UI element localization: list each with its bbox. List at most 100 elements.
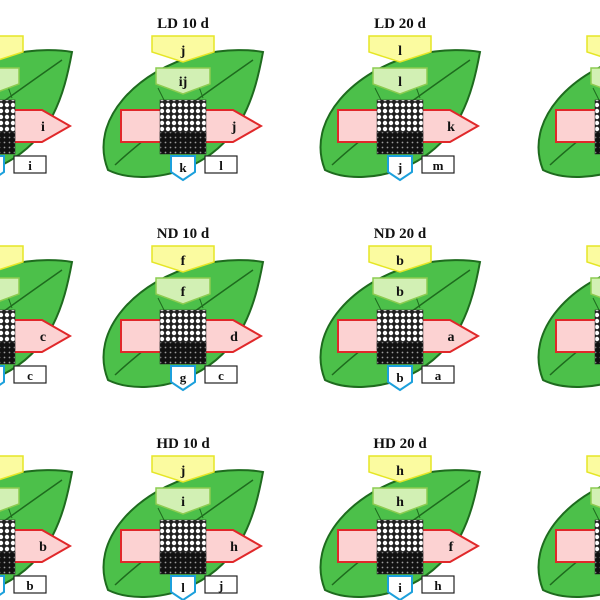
lightgreen-pentagon [0, 67, 20, 92]
white-box [204, 365, 238, 384]
yellow-chevron [151, 35, 215, 63]
white-box [421, 155, 455, 174]
white-box [421, 575, 455, 594]
blue-pentagon-label: k [179, 160, 187, 175]
blue-pentagon [170, 575, 196, 600]
pattern-box-circles [0, 519, 16, 561]
blue-pentagon [0, 155, 5, 176]
yellow-chevron [151, 455, 215, 483]
yellow-chevron [368, 35, 432, 63]
lightgreen-pentagon-label: f [181, 285, 186, 300]
panel-title: ND 20 d [374, 226, 427, 242]
lightgreen-pentagon [590, 67, 600, 89]
panel-title: ND 10 d [157, 226, 210, 242]
pink-arrow-label: f [449, 540, 454, 555]
white-box-label: a [435, 368, 442, 383]
yellow-chevron-label: h [396, 464, 404, 479]
white-box [13, 575, 47, 594]
panel-1-4: LD [537, 35, 600, 178]
panel-title: HD 10 d [156, 436, 210, 452]
pattern-box-dark [0, 131, 16, 155]
leaf-midrib [549, 542, 600, 586]
white-box-label: l [219, 158, 223, 173]
blue-pentagon-label: l [181, 580, 185, 595]
pattern-box-dark [159, 131, 207, 155]
lightgreen-pentagon [372, 487, 428, 515]
lightgreen-pentagon-label: l [398, 75, 402, 90]
panel-1-1: ii [0, 35, 74, 176]
lightgreen-pentagon [372, 67, 428, 95]
lightgreen-pentagon-label: b [396, 285, 404, 300]
pattern-box-dark [159, 551, 207, 575]
leaf-midrib [0, 479, 63, 525]
pink-arrow [555, 109, 600, 143]
lightgreen-pentagon [155, 487, 211, 515]
lightgreen-pentagon-label: ij [179, 75, 188, 90]
pattern-box-dark [376, 341, 424, 365]
blue-pentagon [387, 365, 413, 392]
pink-arrow-label: i [41, 120, 45, 135]
pattern-box-circles [594, 519, 600, 561]
white-box-label: h [434, 578, 442, 593]
yellow-chevron [368, 245, 432, 273]
panel-3-1: bb [0, 455, 74, 596]
pattern-box-dark [0, 341, 16, 365]
yellow-chevron [151, 245, 215, 273]
lightgreen-pentagon-label: i [181, 495, 185, 510]
yellow-chevron [586, 455, 600, 477]
pink-arrow-label: b [39, 540, 47, 555]
pink-arrow-label: c [40, 330, 46, 345]
yellow-chevron [0, 245, 24, 271]
blue-pentagon [0, 365, 5, 386]
yellow-chevron-label: l [398, 44, 402, 59]
pattern-box-dark [594, 341, 600, 365]
white-box [204, 155, 238, 174]
lightgreen-pentagon-label: h [396, 495, 404, 510]
blue-pentagon-label: i [398, 580, 402, 595]
blue-pentagon [170, 155, 196, 182]
blue-pentagon [387, 155, 413, 182]
pattern-box-dark [159, 341, 207, 365]
pink-arrow-label: a [448, 330, 455, 345]
panel-2-4: ND 3 [537, 245, 600, 388]
yellow-chevron-label: j [180, 464, 186, 479]
pink-arrow [0, 109, 73, 143]
pattern-box-circles [594, 309, 600, 351]
lightgreen-pentagon [0, 277, 20, 302]
lightgreen-pentagon [372, 277, 428, 305]
white-box-label: m [433, 158, 444, 173]
yellow-chevron [0, 35, 24, 61]
panel-1-3: LD 20 d l l k j m [319, 16, 482, 182]
yellow-chevron [0, 455, 24, 481]
yellow-chevron-label: f [181, 254, 186, 269]
yellow-chevron [368, 455, 432, 483]
lightgreen-pentagon [155, 67, 211, 95]
pattern-box-dark [376, 551, 424, 575]
panel-2-1: cc [0, 245, 74, 386]
panel-3-4: HD [537, 455, 600, 598]
blue-pentagon [0, 575, 5, 596]
panel-title: LD 20 d [374, 16, 426, 32]
pattern-box-dark [376, 131, 424, 155]
pink-arrow [0, 529, 73, 563]
leaf-midrib [549, 332, 600, 376]
pink-arrow [555, 319, 600, 353]
blue-pentagon-label: g [180, 370, 187, 385]
pink-arrow-label: k [447, 120, 455, 135]
blue-pentagon-label: j [397, 160, 402, 175]
yellow-chevron [586, 245, 600, 267]
pattern-box-dark [594, 551, 600, 575]
yellow-chevron-label: j [180, 44, 186, 59]
pattern-box-circles [0, 99, 16, 141]
white-box [421, 365, 455, 384]
leaf-midrib [0, 269, 63, 315]
pink-arrow [555, 529, 600, 563]
white-box-label: c [27, 368, 33, 383]
leaf-midrib [0, 59, 63, 105]
lightgreen-pentagon [590, 277, 600, 299]
